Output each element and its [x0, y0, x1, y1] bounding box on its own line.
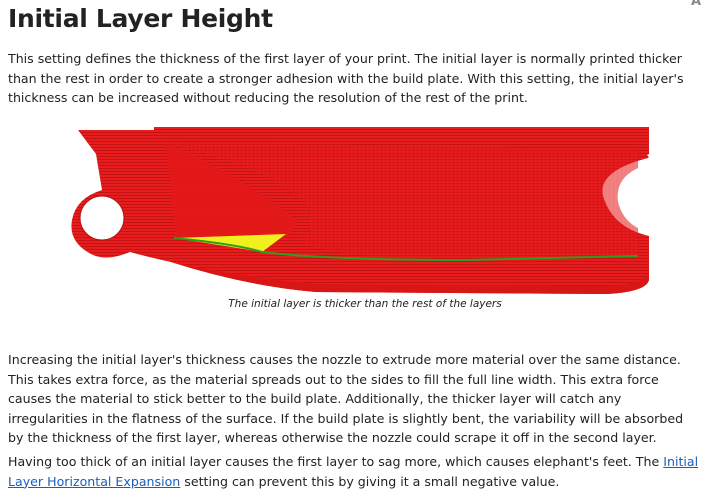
initial-layer-illustration — [71, 127, 649, 294]
bottom-band-shape — [136, 254, 649, 294]
initial-layer-shape — [174, 234, 286, 252]
front-curve-shape — [166, 142, 638, 258]
figure-caption: The initial layer is thicker than the re… — [228, 298, 502, 310]
left-hole — [79, 195, 125, 241]
page-title: Initial Layer Height — [8, 4, 273, 33]
right-notch — [617, 164, 649, 232]
body-paragraph: Increasing the initial layer's thickness… — [8, 352, 684, 445]
font-size-toggle-icon[interactable]: A — [690, 0, 701, 9]
inner-arc-shape — [166, 144, 298, 241]
first-layer-edge-line — [173, 237, 639, 262]
initial-layer-horizontal-expansion-link[interactable]: Initial Layer Horizontal Expansion — [8, 454, 699, 489]
last-paragraph: Having too thick of an initial layer cau… — [8, 452, 701, 491]
last-paragraph-text-after: setting can prevent this by giving it a … — [180, 473, 560, 489]
intro-paragraph: This setting defines the thickness of th… — [8, 51, 684, 105]
last-paragraph-text-before: Having too thick of an initial layer cau… — [8, 454, 664, 469]
